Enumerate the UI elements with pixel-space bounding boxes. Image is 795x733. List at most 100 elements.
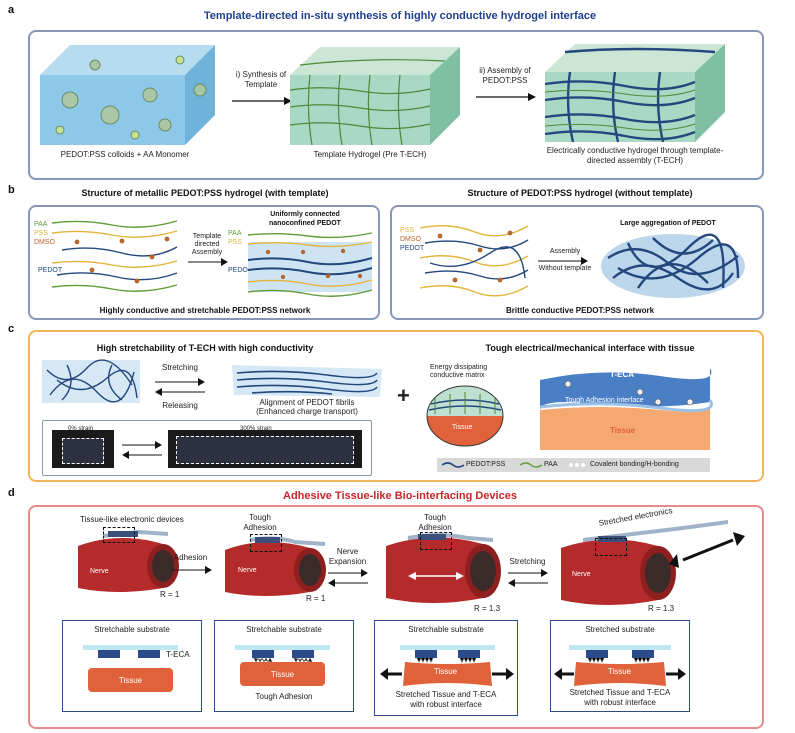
step1-label: PEDOT:PSS colloids + AA Monomer xyxy=(60,150,190,159)
b-left-arrow-2: directed xyxy=(194,241,220,248)
legend-pedot-icon xyxy=(441,462,465,468)
c-forward-arrow-icon xyxy=(155,378,205,386)
r-legend-pss: PSS xyxy=(400,227,415,234)
strain0-label: 0% strain xyxy=(68,426,94,432)
arrow1-label-2: Template xyxy=(244,80,278,89)
d-box3-tissue: Tissue xyxy=(433,667,458,676)
r-legend-dmso: DMSO xyxy=(400,236,421,243)
b-left-result-2: nanoconfined PEDOT xyxy=(269,220,341,227)
b-left-result-1: Uniformly connected xyxy=(270,211,340,218)
right-aggregation xyxy=(601,233,745,298)
panel-c-frame xyxy=(28,330,764,482)
device-label: Tissue-like electronic devices xyxy=(80,515,184,524)
panel-a-letter: a xyxy=(8,4,15,16)
expansion-arrows-icon xyxy=(328,569,368,587)
d-box3-caption-2: with robust interface xyxy=(410,700,482,709)
c-legend-pedot: PEDOT:PSS xyxy=(466,461,506,468)
b-right-result: Large aggregation of PEDOT xyxy=(620,220,716,227)
r4-label: R = 1.3 xyxy=(648,604,675,613)
arrow2-label-1: ii) Assembly of xyxy=(479,66,531,75)
panel-a-frame xyxy=(28,30,764,180)
tissue-circle-label: Tissue xyxy=(452,424,473,431)
panel-a-title: Template-directed in-situ synthesis of h… xyxy=(203,10,597,22)
device-dashed-box-2 xyxy=(250,534,282,552)
strain-arrows-icon xyxy=(122,441,162,459)
nerve-2 xyxy=(225,536,326,596)
d-box-2 xyxy=(214,620,354,712)
legend-paa: PAA xyxy=(34,221,48,228)
nerve-3 xyxy=(386,533,501,603)
b-left-result-pss: PSS xyxy=(228,239,243,246)
b-right-arrow-1: Assembly xyxy=(549,248,581,255)
c-releasing: Releasing xyxy=(162,401,198,410)
b-left-result-paa: PAA xyxy=(228,230,242,237)
step3-label-1: Electrically conductive hydrogel through… xyxy=(546,146,724,155)
d-box-3 xyxy=(374,620,518,716)
nerve-label-4: Nerve xyxy=(572,571,591,578)
energy-1: Energy dissipating xyxy=(430,364,488,371)
strain300-sample xyxy=(176,436,354,464)
d-box-4 xyxy=(550,620,690,712)
panel-d-letter: d xyxy=(8,487,15,499)
panel-c-right-title: Tough electrical/mechanical interface wi… xyxy=(485,343,695,353)
colloid-block xyxy=(40,45,215,145)
d-box-1 xyxy=(62,620,202,712)
b-right-arrow-icon xyxy=(538,257,588,265)
panel-b-letter: b xyxy=(8,184,15,196)
panel-c-letter: c xyxy=(8,323,15,335)
nerve-expansion-1: Nerve xyxy=(336,547,359,556)
d-box1-tissue: Tissue xyxy=(118,676,143,685)
c-legend-bar xyxy=(437,458,710,472)
panel-d-frame xyxy=(28,505,764,729)
d-box2-title: Stretchable substrate xyxy=(246,625,322,634)
arrow1-icon xyxy=(232,97,292,105)
legend-paa-icon xyxy=(519,462,543,468)
nerve-expansion-2: Expansion xyxy=(328,557,367,566)
d-box3-caption-1: Stretched Tissue and T-ECA xyxy=(395,690,497,699)
nerve-label-2: Nerve xyxy=(238,567,257,574)
device-dashed-box-3 xyxy=(420,532,452,550)
d-box4-title: Stretched substrate xyxy=(585,625,655,634)
legend-pss: PSS xyxy=(34,230,49,237)
strain0-sample xyxy=(62,438,104,464)
device-dashed-box-1 xyxy=(103,527,135,543)
stretching-label: Stretching xyxy=(509,557,546,566)
arrow2-icon xyxy=(476,93,536,101)
panel-b-left-title: Structure of metallic PEDOT:PSS hydrogel… xyxy=(81,188,329,198)
d-box3-diagram xyxy=(380,645,514,686)
legend-dmso: DMSO xyxy=(34,239,55,246)
c-stretching: Stretching xyxy=(161,363,199,372)
adhesion-arrow-icon xyxy=(172,566,212,574)
step2-label: Template Hydrogel (Pre T-ECH) xyxy=(313,150,427,159)
b-left-result-pedot: PEDOT xyxy=(228,267,253,274)
tough-adhesion-2-l1: Tough xyxy=(424,513,446,522)
d-box1-teca: T-ECA xyxy=(166,650,190,659)
b-left-arrow-3: Assembly xyxy=(191,249,223,256)
panel-b-left-frame xyxy=(28,205,380,320)
right-chains-before xyxy=(419,225,529,297)
panel-c-left-title: High stretchability of T-ECH with high c… xyxy=(96,343,314,353)
d-box4-tissue: Tissue xyxy=(607,667,632,676)
d-box1-diagram xyxy=(83,645,178,692)
device-dashed-box-4 xyxy=(595,538,627,556)
b-right-arrow-2: Without template xyxy=(538,265,592,272)
nerve-4 xyxy=(561,520,745,605)
panel-b-right-frame xyxy=(390,205,764,320)
legend-pedot: PEDOT xyxy=(38,267,63,274)
c-legend-bond: Covalent bonding/H-bonding xyxy=(590,461,679,468)
tough-adhesion-1-l2: Adhesion xyxy=(243,523,277,532)
step3-label-2: directed assembly (T-ECH) xyxy=(586,156,684,165)
teca-label: T-ECA xyxy=(610,370,634,379)
b-left-arrow-icon xyxy=(188,258,228,266)
tough-adhesion-1-l1: Tough xyxy=(249,513,271,522)
d-box2-diagram xyxy=(235,645,330,686)
stretching-arrows-icon xyxy=(508,569,548,587)
unstretched-network xyxy=(42,359,140,403)
left-chains-after xyxy=(247,232,373,297)
tough-adhesion-2-l2: Adhesion xyxy=(418,523,452,532)
arrow1-label-1: i) Synthesis of xyxy=(235,70,287,79)
d-box1-title: Stretchable substrate xyxy=(94,625,170,634)
d-box4-caption-2: with robust interface xyxy=(584,698,656,707)
panel-d-title: Adhesive Tissue-like Bio-interfacing Dev… xyxy=(283,490,517,502)
strain-photo-frame xyxy=(42,420,372,476)
